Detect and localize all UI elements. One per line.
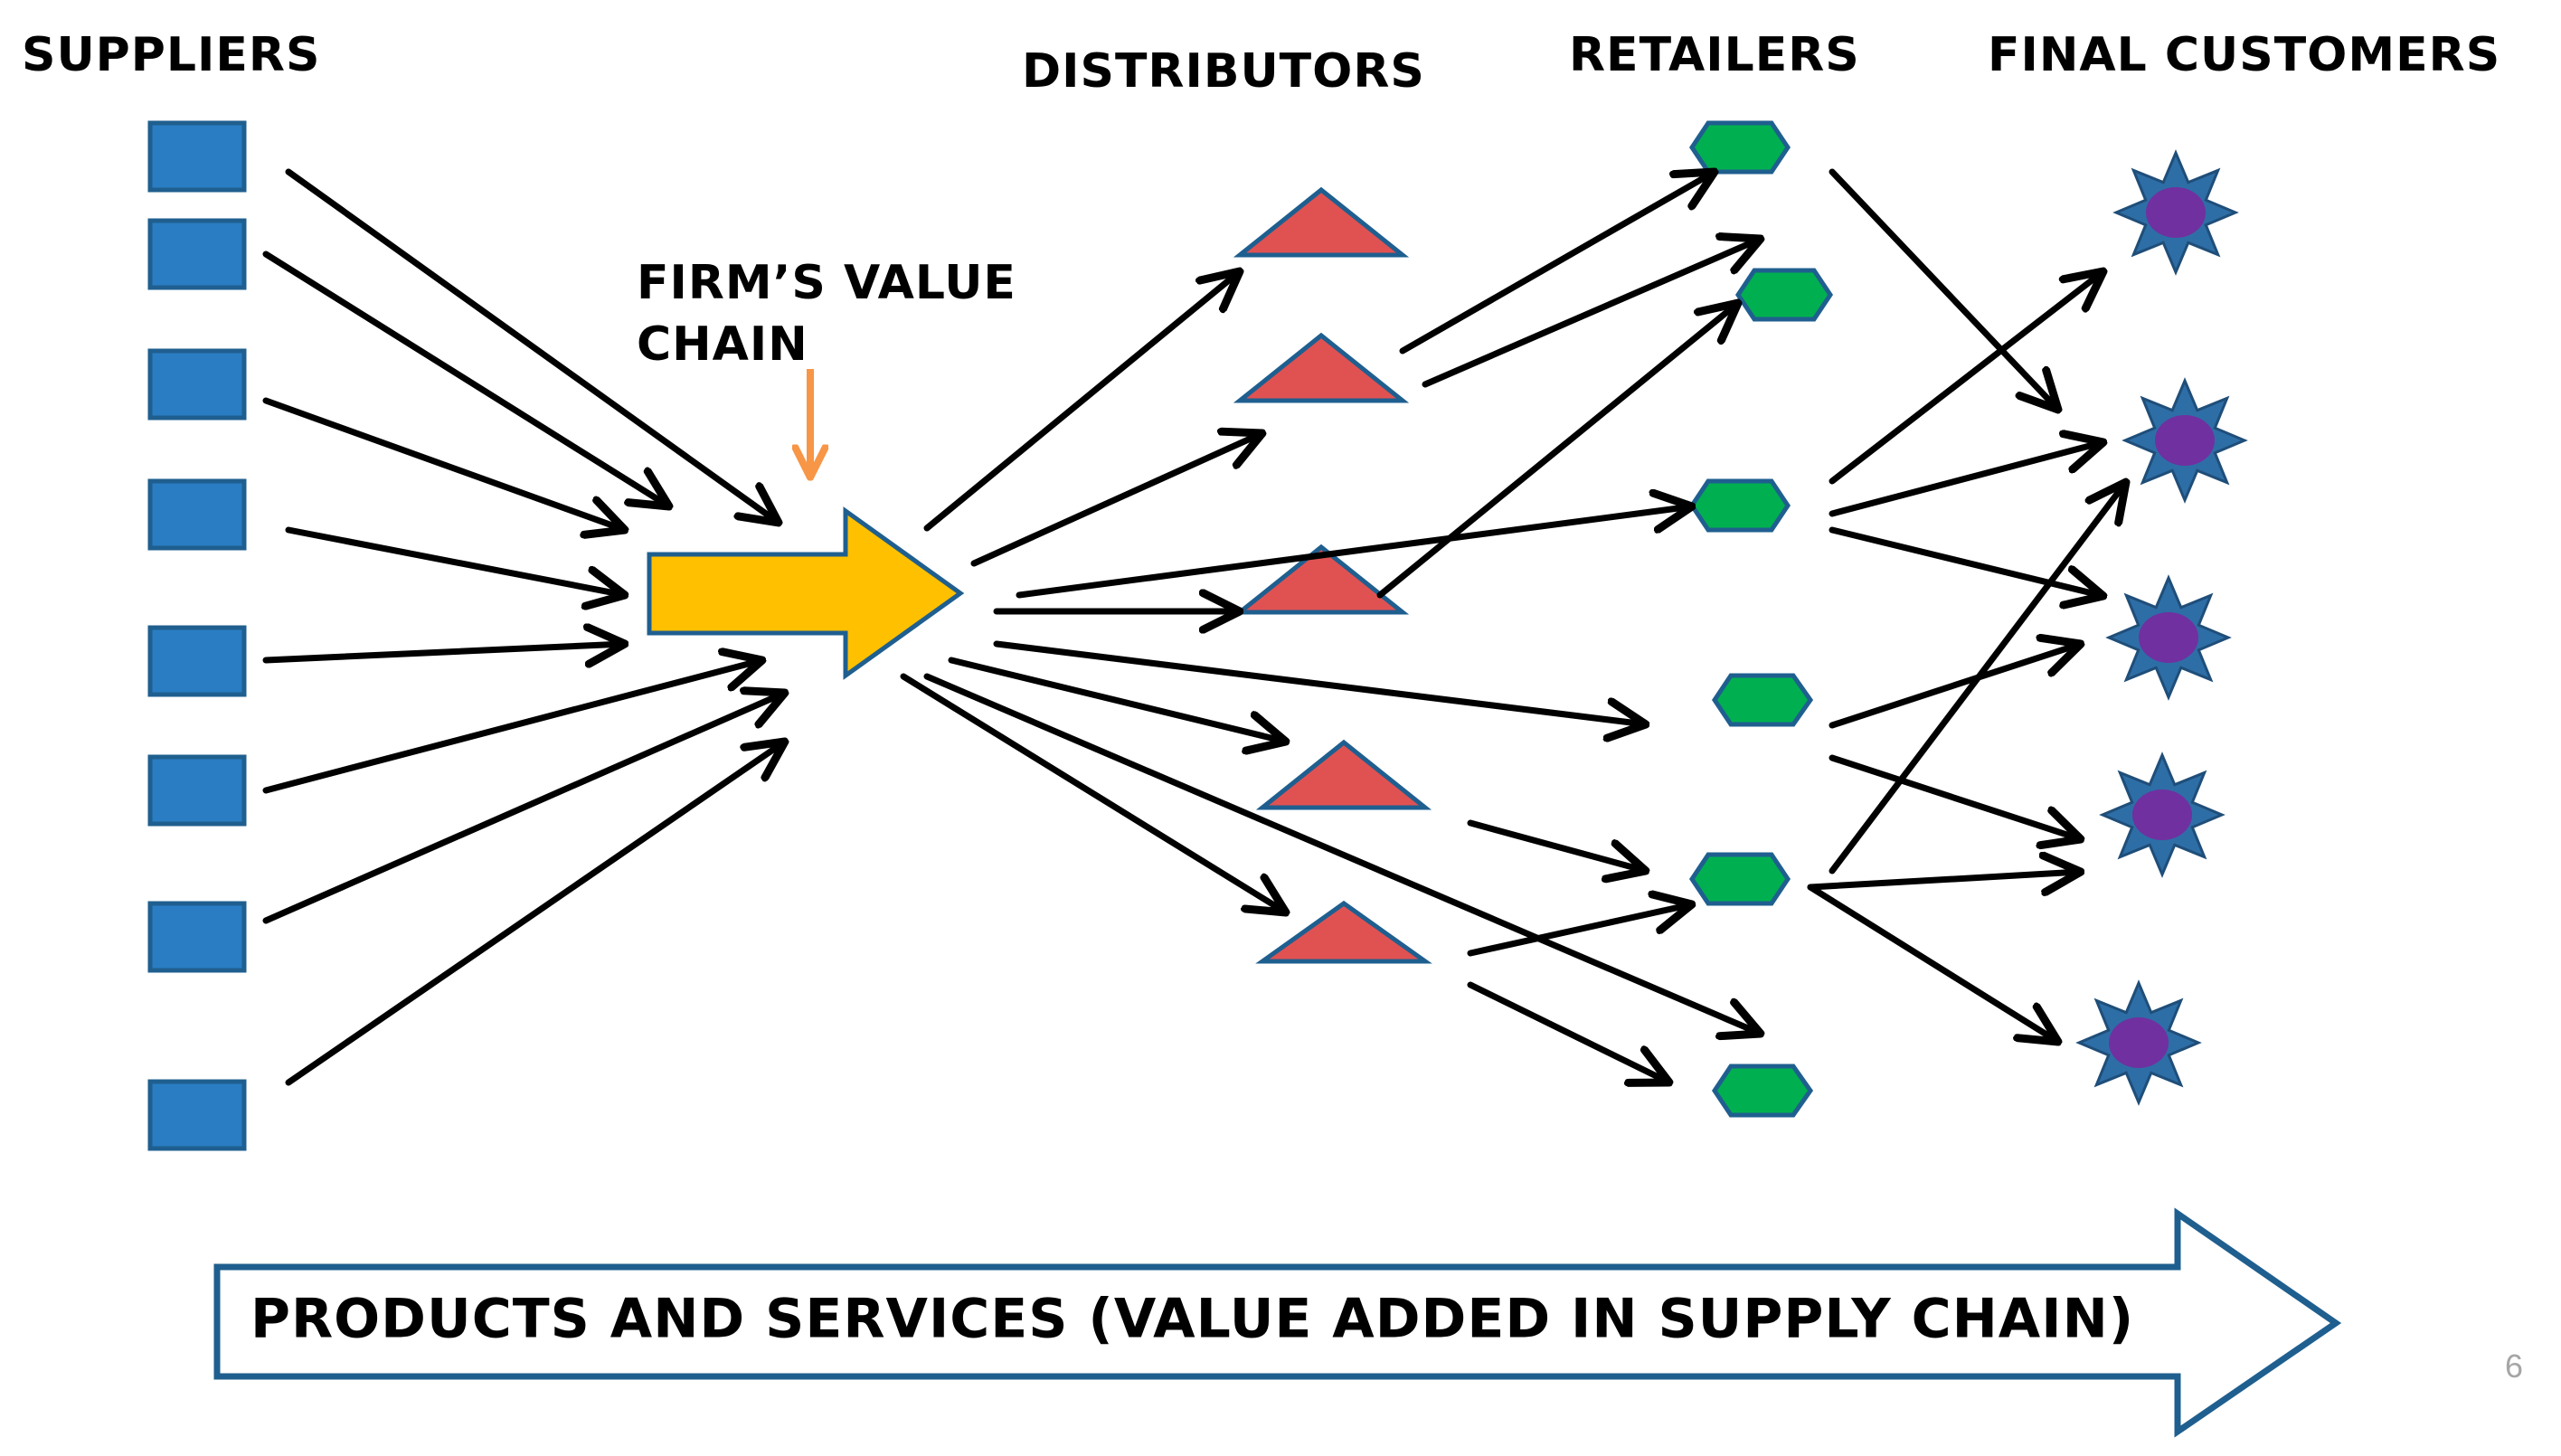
retailer-node: [1734, 268, 1834, 322]
slide-number: 6: [2505, 1347, 2523, 1385]
customer-link-arrow: [1829, 754, 2081, 839]
distribution-link-arrow: [923, 673, 1761, 1034]
supply-link-arrow: [262, 660, 762, 794]
firm-value-chain-label-line2: CHAIN: [637, 317, 808, 372]
retailer-node: [1711, 673, 1814, 727]
distribution-link-arrow: [923, 271, 1240, 532]
supply-link-arrow: [285, 526, 625, 595]
supply-link-arrow: [262, 693, 785, 924]
supplier-node: [147, 218, 247, 290]
customer-node-core: [2155, 415, 2215, 466]
retail-link-arrow: [1467, 904, 1692, 957]
retailer-node: [1711, 1064, 1814, 1118]
supplier-node: [147, 120, 247, 193]
customer-node-core: [2109, 1017, 2169, 1068]
retail-link-arrow: [1422, 239, 1761, 388]
retailer-node: [1688, 852, 1791, 906]
customer-node-core: [2139, 612, 2198, 663]
customer-link-arrow: [1807, 872, 2081, 887]
customer-node-core: [2146, 187, 2206, 238]
retailers-heading: RETAILERS: [1569, 28, 1860, 82]
supplier-node: [147, 754, 247, 827]
suppliers-heading: SUPPLIERS: [22, 28, 320, 82]
distribution-link-arrow: [1016, 506, 1692, 599]
firm-value-chain-label-line1: FIRM’S VALUE: [637, 256, 1016, 310]
distribution-link-arrow: [948, 657, 1286, 742]
customer-link-arrow: [1829, 644, 2081, 729]
distributor-node: [1233, 186, 1410, 258]
customer-link-arrow: [1829, 271, 2103, 485]
distributor-node: [1233, 332, 1410, 403]
customer-link-arrow: [1829, 526, 2103, 596]
retail-link-arrow: [1399, 172, 1715, 355]
supply-link-arrow: [285, 742, 785, 1086]
customer-link-arrow: [1807, 884, 2058, 1042]
final-customers-heading: FINAL CUSTOMERS: [1988, 28, 2500, 82]
customer-node-core: [2132, 789, 2192, 840]
distribution-link-arrow: [900, 673, 1286, 912]
firm-value-chain-arrow: [647, 506, 965, 680]
customer-link-arrow: [1829, 168, 2058, 410]
connector-arrows: [262, 168, 2126, 1086]
retail-link-arrow: [1376, 303, 1738, 599]
supply-link-arrow: [262, 251, 669, 506]
suppliers-group: [147, 120, 247, 1151]
supplier-node: [147, 625, 247, 697]
supplier-node: [147, 478, 247, 551]
supply-link-arrow: [262, 397, 625, 530]
distribution-link-arrow: [993, 640, 1646, 724]
customer-link-arrow: [1829, 442, 2103, 517]
distribution-link-arrow: [970, 433, 1262, 567]
supplier-node: [147, 348, 247, 421]
distributor-node: [1255, 900, 1432, 964]
retail-link-arrow: [1467, 819, 1646, 871]
value-added-banner-arrow: [213, 1207, 2342, 1438]
supply-link-arrow: [262, 644, 625, 660]
distributor-node: [1233, 544, 1410, 615]
retailer-node: [1688, 478, 1791, 533]
distributors-heading: DISTRIBUTORS: [1022, 44, 1425, 99]
retailer-node: [1688, 120, 1791, 175]
supplier-node: [147, 901, 247, 973]
distributor-node: [1255, 739, 1432, 810]
retail-link-arrow: [1467, 981, 1669, 1083]
distributors-group: [1233, 186, 1432, 964]
customers-group: [2075, 149, 2248, 1106]
supplier-node: [147, 1079, 247, 1151]
customer-link-arrow: [1829, 482, 2126, 875]
supply-link-arrow: [285, 168, 779, 523]
value-added-banner-text: PRODUCTS AND SERVICES (VALUE ADDED IN SU…: [250, 1288, 2134, 1351]
retailers-group: [1688, 120, 1834, 1118]
